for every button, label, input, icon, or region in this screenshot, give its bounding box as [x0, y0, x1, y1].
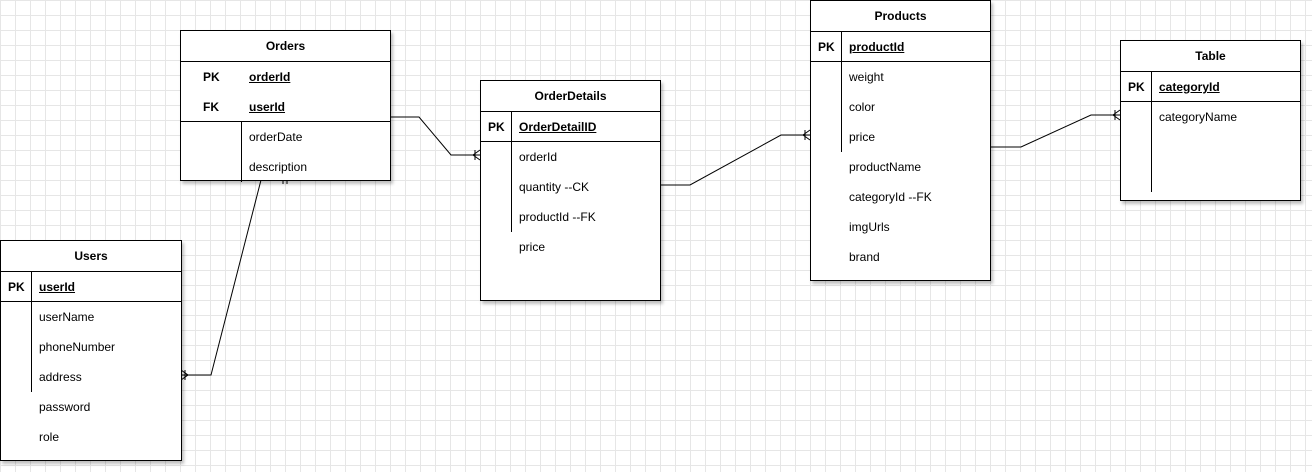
field-row[interactable]: categoryId --FK [811, 182, 990, 212]
field-name: price [849, 130, 876, 144]
field-name: imgUrls [849, 220, 890, 234]
key-row[interactable]: PK userId [1, 272, 181, 302]
entity-title: Orders [181, 31, 390, 62]
pk-tag: PK [203, 70, 220, 84]
field-row[interactable]: price [811, 122, 990, 152]
fk-tag: FK [203, 100, 219, 114]
field-row[interactable]: brand [811, 242, 990, 272]
field-name: categoryName [1159, 110, 1238, 124]
field-row[interactable]: role [1, 422, 181, 452]
field-name: role [39, 430, 60, 444]
field-row[interactable]: address [1, 362, 181, 392]
field-row[interactable]: productId --FK [481, 202, 660, 232]
key-row[interactable]: PK categoryId [1121, 72, 1300, 102]
field-row[interactable]: quantity --CK [481, 172, 660, 202]
many-marker-users [180, 369, 189, 381]
relationship-orders-orderdetails [391, 116, 480, 156]
key-row[interactable]: FK userId [181, 92, 390, 122]
pk-tag: PK [818, 40, 835, 54]
field-row[interactable]: weight [811, 62, 990, 92]
field-name: price [519, 240, 546, 254]
entity-table[interactable]: Table PK categoryId categoryName [1120, 40, 1301, 201]
field-name: productId [849, 40, 905, 54]
field-name: address [39, 370, 82, 384]
field-name: color [849, 100, 876, 114]
relationship-users-orders [181, 179, 262, 376]
entity-orderdetails[interactable]: OrderDetails PK OrderDetailID orderId qu… [480, 80, 661, 301]
field-name: categoryId [1159, 80, 1220, 94]
many-marker-products [802, 129, 811, 141]
field-row[interactable]: imgUrls [811, 212, 990, 242]
field-name: orderDate [249, 130, 303, 144]
field-row[interactable]: productName [811, 152, 990, 182]
field-row[interactable]: password [1, 392, 181, 422]
field-name: userId [249, 100, 286, 114]
field-row[interactable]: categoryName [1121, 102, 1300, 132]
field-row[interactable]: orderDate [181, 122, 390, 152]
field-row[interactable]: orderId [481, 142, 660, 172]
field-name: quantity --CK [519, 180, 590, 194]
field-name: phoneNumber [39, 340, 116, 354]
field-name: orderId [249, 70, 291, 84]
relationship-products-table [991, 114, 1120, 148]
field-row[interactable]: color [811, 92, 990, 122]
field-name: productName [849, 160, 922, 174]
many-marker-table [1112, 109, 1121, 121]
entity-products[interactable]: Products PK productId weight color price… [810, 0, 991, 281]
field-row[interactable]: price [481, 232, 660, 262]
key-row[interactable]: PK orderId [181, 62, 390, 92]
field-name: productId --FK [519, 210, 596, 224]
field-name: userId [39, 280, 76, 294]
field-name: password [39, 400, 91, 414]
entity-title: OrderDetails [481, 81, 660, 112]
field-name: brand [849, 250, 880, 264]
field-row[interactable]: phoneNumber [1, 332, 181, 362]
entity-users[interactable]: Users PK userId userName phoneNumber add… [0, 240, 182, 461]
pk-tag: PK [8, 280, 25, 294]
key-row[interactable]: PK OrderDetailID [481, 112, 660, 142]
relationship-orderdetails-products [661, 134, 810, 186]
field-name: OrderDetailID [519, 120, 597, 134]
field-row[interactable]: userName [1, 302, 181, 332]
entity-orders[interactable]: Orders PK orderId FK userId orderDate de… [180, 30, 391, 182]
entity-title: Users [1, 241, 181, 272]
field-name: weight [849, 70, 884, 84]
field-name: orderId [519, 150, 558, 164]
field-name: categoryId --FK [849, 190, 932, 204]
field-name: description [249, 160, 308, 174]
many-marker-orderdetails [472, 149, 481, 161]
pk-tag: PK [1128, 80, 1145, 94]
key-row[interactable]: PK productId [811, 32, 990, 62]
field-name: userName [39, 310, 95, 324]
field-row[interactable]: description [181, 152, 390, 182]
entity-title: Products [811, 1, 990, 32]
entity-title: Table [1121, 41, 1300, 72]
pk-tag: PK [488, 120, 505, 134]
